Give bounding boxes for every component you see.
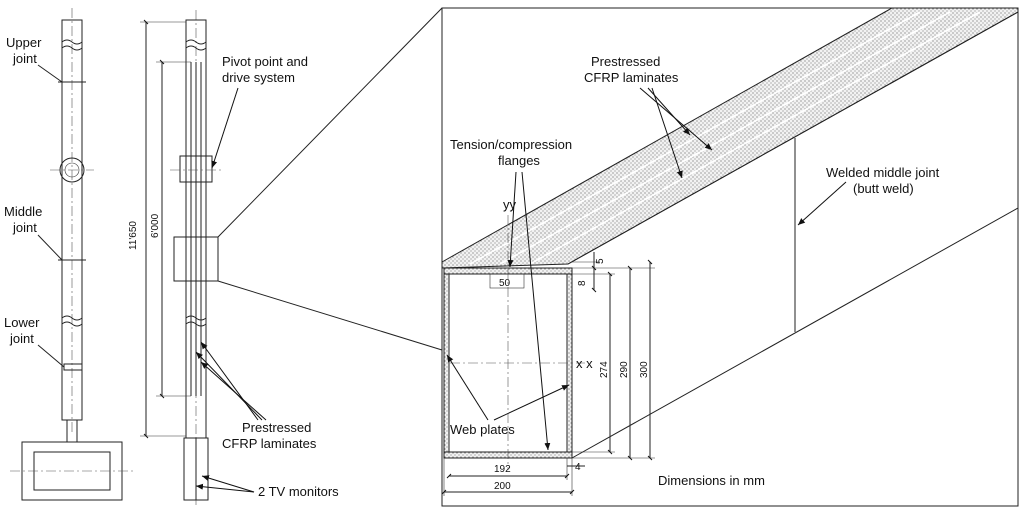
label-upper-joint-2: joint [12,51,37,66]
label-lower-joint-2: joint [9,331,34,346]
label-flanges-1: Tension/compression [450,137,572,152]
dim-8: 8 [577,280,588,286]
lower-joint-plate [63,363,83,371]
beam-front-view: Upper joint Middle joint Lower joint [4,8,134,501]
label-cfrp-right-2: CFRP laminates [584,70,679,85]
label-welded-joint-2: (butt weld) [853,181,914,196]
dim-5: 5 [595,258,606,264]
cross-section-detail: 5 8 274 290 300 192 200 4 50 Prestressed… [441,7,1019,507]
dim-300: 300 [639,361,650,378]
label-cfrp-right-1: Prestressed [591,54,660,69]
cfrp-laminate-2 [499,11,951,265]
label-axis-yy: yy [503,197,517,212]
dim-290: 290 [619,361,630,378]
label-pivot-2: drive system [222,70,295,85]
dim-4: 4 [575,462,581,473]
label-upper-joint-1: Upper [6,35,42,50]
dim-50: 50 [499,278,511,289]
label-lower-joint-1: Lower [4,315,40,330]
label-middle-joint-2: joint [12,220,37,235]
label-cfrp-left-2: CFRP laminates [222,436,317,451]
dim-total-length: 11'650 [128,221,139,250]
pivot-drive-box [179,155,213,183]
label-tv-monitors: 2 TV monitors [258,484,339,499]
label-dimensions-note: Dimensions in mm [658,473,765,488]
dim-192: 192 [494,464,511,475]
cfrp-laminate-3 [529,11,981,265]
dim-200: 200 [494,481,511,492]
label-cfrp-left-1: Prestressed [242,420,311,435]
label-flanges-2: flanges [498,153,540,168]
label-axis-xx: x x [576,356,593,371]
detail-window [173,236,219,282]
dim-274: 274 [599,361,610,378]
label-middle-joint-1: Middle [4,204,42,219]
label-pivot-1: Pivot point and [222,54,308,69]
detail-frame [441,7,1019,507]
web-plate-left [443,273,450,453]
beam-side-view: 11'650 6'000 Pivot point and drive syste… [128,10,339,505]
label-welded-joint-1: Welded middle joint [826,165,940,180]
cfrp-laminate-1 [469,11,921,265]
dim-laminate-length: 6'000 [150,213,161,238]
label-web-plates: Web plates [450,422,515,437]
